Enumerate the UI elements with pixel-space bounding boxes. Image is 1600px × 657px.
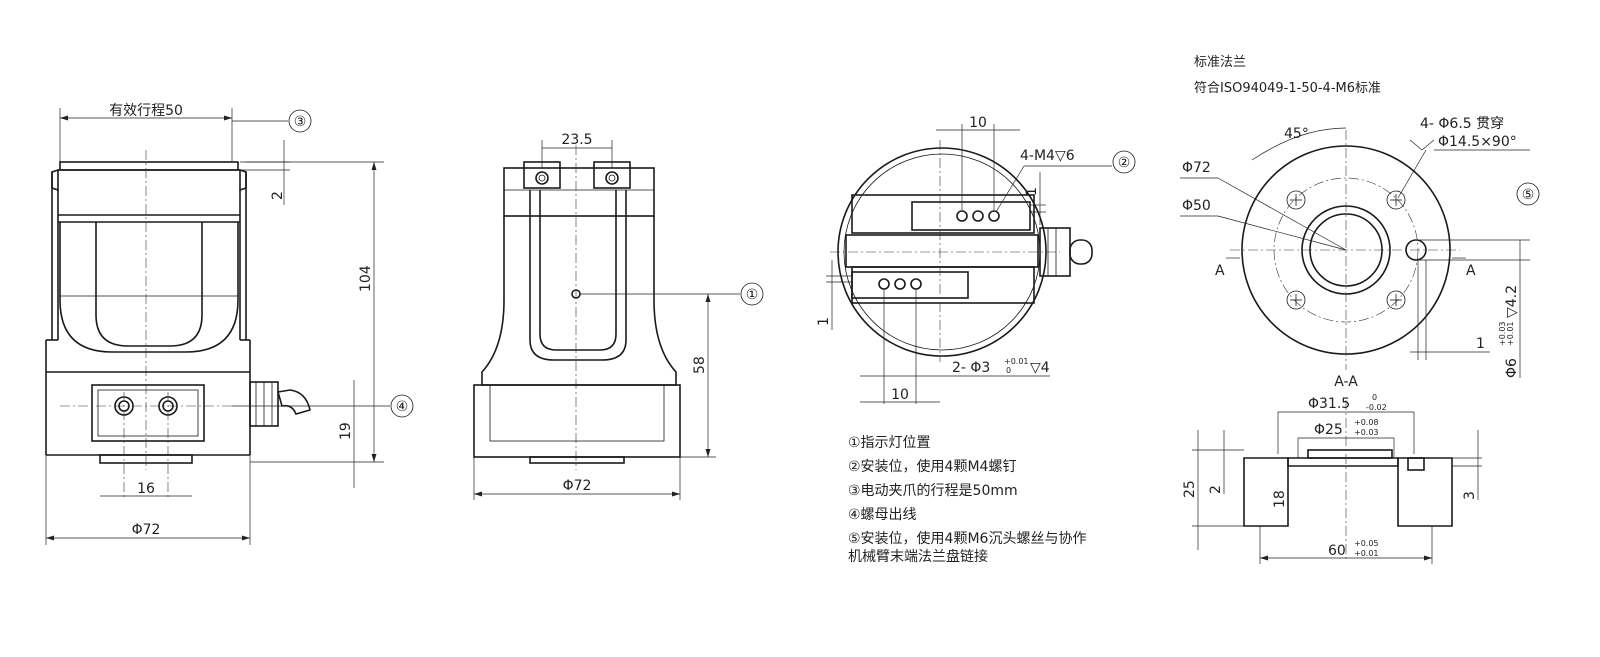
pin-tol-low: 0: [1006, 366, 1011, 375]
notes-list: ①指示灯位置 ②安装位，使用4颗M4螺钉 ③电动夹爪的行程是50mm ④螺母出线…: [848, 434, 1148, 566]
top-view: 10 4-M4▽6 ② 1 1 2- Φ3 +0.01 0 ▽4 10: [816, 115, 1136, 404]
front-view: 有效行程50 ③ 2 104 ④ 19 16 Φ72: [45, 103, 414, 545]
dim-dia31-5: Φ31.5: [1308, 396, 1350, 412]
dim-18: 18: [1272, 490, 1288, 508]
side-view: 23.5 ① 58 Φ72: [473, 132, 764, 500]
dim-stroke-50: 有效行程50: [109, 103, 183, 119]
dim-1-left: 1: [816, 317, 832, 326]
flange-standard: 符合ISO94049-1-50-4-M6标准: [1194, 80, 1381, 96]
flange-view: 标准法兰 符合ISO94049-1-50-4-M6标准 A A 45° Φ72 …: [1180, 55, 1540, 378]
dia6-tol-up: +0.03: [1498, 321, 1507, 346]
section-mark-right: A: [1466, 263, 1476, 279]
pin-tol-up: +0.01: [1004, 357, 1029, 366]
callout-3: ③: [294, 114, 307, 130]
dim-dia72-side: Φ72: [563, 478, 592, 494]
dim-2-top: 2: [270, 191, 286, 200]
dim-10-bottom: 10: [891, 387, 909, 403]
callout-4: ④: [396, 399, 409, 415]
dim-1-right: 1: [1024, 187, 1040, 196]
dia6-tol-low: +0.01: [1506, 321, 1515, 346]
dim-104: 104: [358, 265, 374, 292]
dim-dia25: Φ25: [1314, 422, 1343, 438]
note-5-cont: 机械臂末端法兰盘链接: [848, 549, 988, 565]
label-2-dia3: 2- Φ3: [952, 360, 990, 376]
d60-tol-up: +0.05: [1354, 539, 1379, 548]
label-4-m4: 4-M4▽6: [1020, 148, 1075, 164]
dim-25: 25: [1182, 480, 1198, 498]
flange-title: 标准法兰: [1194, 55, 1246, 70]
dim-dia50-flange: Φ50: [1182, 198, 1211, 214]
label-flange-holes: 4- Φ6.5 贯穿: [1420, 116, 1504, 132]
dim-19: 19: [338, 422, 354, 440]
label-counterbore: Φ14.5×90°: [1438, 134, 1517, 150]
section-a-a: A-A Φ31.5 0 -0.02 Φ25 +0.08 +0.03 25 2 1…: [1182, 374, 1482, 564]
angle-45: 45°: [1284, 126, 1309, 142]
dia31-5-tol-up: 0: [1372, 393, 1377, 402]
dim-3: 3: [1462, 491, 1478, 500]
dia25-tol-low: +0.03: [1354, 428, 1379, 437]
section-title: A-A: [1334, 374, 1358, 390]
callout-5: ⑤: [1522, 187, 1535, 203]
dim-depth-4-2: ▽4.2: [1504, 285, 1520, 318]
dim-16: 16: [137, 481, 155, 497]
section-mark-left: A: [1215, 263, 1225, 279]
d60-tol-low: +0.01: [1354, 549, 1379, 558]
note-1: ①指示灯位置: [848, 435, 931, 451]
note-5: ⑤安装位，使用4颗M6沉头螺丝与协作: [848, 531, 1087, 547]
dim-2-section: 2: [1208, 485, 1224, 494]
dim-23-5: 23.5: [561, 132, 592, 148]
pin-depth: ▽4: [1030, 360, 1050, 376]
dim-dia72-flange: Φ72: [1182, 160, 1211, 176]
note-2: ②安装位，使用4颗M4螺钉: [848, 459, 1017, 475]
dim-dia6: Φ6: [1504, 358, 1520, 378]
dia25-tol-up: +0.08: [1354, 418, 1379, 427]
note-4: ④螺母出线: [848, 507, 917, 523]
callout-2: ②: [1118, 155, 1131, 171]
note-3: ③电动夹爪的行程是50mm: [848, 483, 1018, 499]
dia31-5-tol-low: -0.02: [1366, 403, 1387, 412]
dim-60: 60: [1328, 543, 1346, 559]
dim-1-flange: 1: [1476, 336, 1485, 352]
dim-dia72-front: Φ72: [132, 522, 161, 538]
callout-1: ①: [746, 287, 759, 303]
dim-10-top: 10: [969, 115, 987, 131]
dim-58: 58: [692, 356, 708, 374]
